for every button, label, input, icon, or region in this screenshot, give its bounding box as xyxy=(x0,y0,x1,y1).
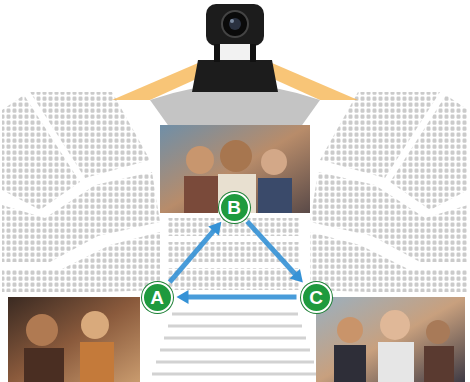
stairs xyxy=(152,314,318,374)
step-letter: C xyxy=(309,288,323,307)
flow-arrow xyxy=(177,290,297,304)
ptz-camera xyxy=(192,4,278,92)
step-letter: B xyxy=(227,198,241,217)
crowd-photo xyxy=(316,297,465,382)
step-circle: C xyxy=(301,282,332,313)
flow-arrow xyxy=(247,221,303,282)
step-letter: A xyxy=(150,288,164,307)
step-circle: B xyxy=(219,192,250,223)
step-circle: A xyxy=(142,282,173,313)
crowd-photo xyxy=(8,297,140,382)
flow-arrow xyxy=(170,222,222,282)
